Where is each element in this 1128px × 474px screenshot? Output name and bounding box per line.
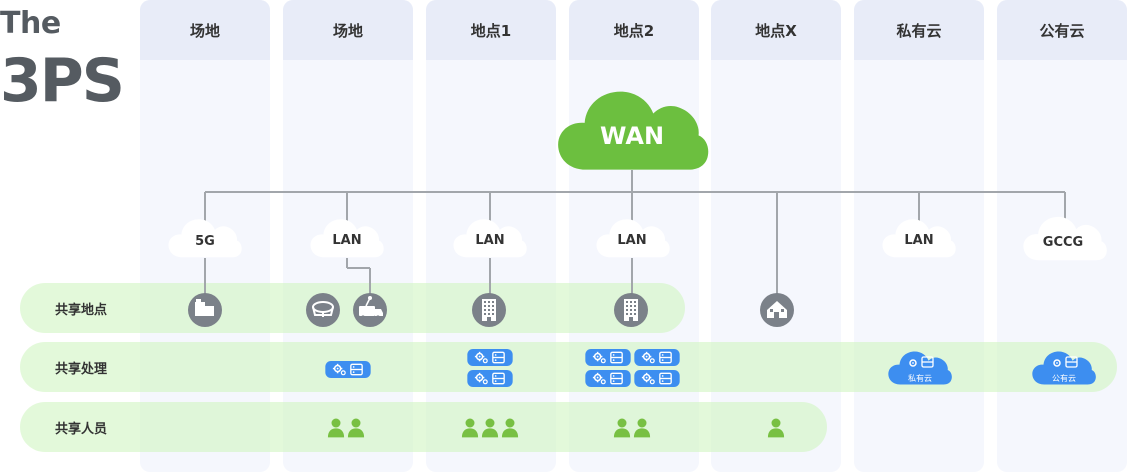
column-header: 场地 <box>283 0 413 60</box>
access-label-5g: 5G <box>195 234 215 249</box>
private-cloud-badge: 私有云 <box>888 351 952 385</box>
gear-server-icon <box>467 349 513 366</box>
row-label-shared-sites: 共享地点 <box>54 302 107 318</box>
access-label-lan: LAN <box>904 233 933 248</box>
site-icons <box>188 293 794 327</box>
person-icon <box>613 418 631 438</box>
person-icon <box>461 418 479 438</box>
access-label-gccg: GCCG <box>1043 235 1083 250</box>
column-header: 私有云 <box>854 0 984 60</box>
person-icon <box>347 418 365 438</box>
gear-server-icon <box>585 349 631 366</box>
gear-server-icon <box>585 370 631 387</box>
brand-3ps: 3PS <box>0 46 125 116</box>
box-truck-icon <box>188 293 222 327</box>
office-building-icon <box>472 293 506 327</box>
person-icon <box>767 418 785 438</box>
column-header: 公有云 <box>997 0 1127 60</box>
house-icon <box>760 293 794 327</box>
row-label-shared-processing: 共享处理 <box>54 361 107 377</box>
person-icon <box>633 418 651 438</box>
column-header: 地点1 <box>426 0 556 60</box>
wan-label: WAN <box>600 122 664 150</box>
stadium-icon <box>306 293 340 327</box>
public-cloud-badge-label: 公有云 <box>1052 373 1076 383</box>
public-cloud-badge: 公有云 <box>1032 351 1096 385</box>
gear-server-icon <box>634 370 680 387</box>
gear-server-icon <box>634 349 680 366</box>
column-site-2: 场地 <box>283 0 413 472</box>
person-icon <box>481 418 499 438</box>
broadcast-van-icon <box>353 293 387 327</box>
person-icon <box>327 418 345 438</box>
row-label-shared-people: 共享人员 <box>54 421 107 437</box>
private-cloud-badge-label: 私有云 <box>908 373 932 383</box>
column-header: 地点X <box>711 0 841 60</box>
column-site-1: 场地 <box>140 0 270 472</box>
processing-badges <box>325 349 680 387</box>
band-shared-people <box>20 402 827 452</box>
brand-the: The <box>0 6 61 41</box>
access-label-lan: LAN <box>475 233 504 248</box>
column-header: 地点2 <box>569 0 699 60</box>
office-building-icon <box>614 293 648 327</box>
column-header: 场地 <box>140 0 270 60</box>
person-icon <box>501 418 519 438</box>
gear-server-icon <box>467 370 513 387</box>
gear-server-icon <box>325 361 371 378</box>
people-icons <box>327 418 785 438</box>
access-label-lan: LAN <box>617 233 646 248</box>
band-shared-sites <box>20 283 685 333</box>
access-label-lan: LAN <box>332 233 361 248</box>
